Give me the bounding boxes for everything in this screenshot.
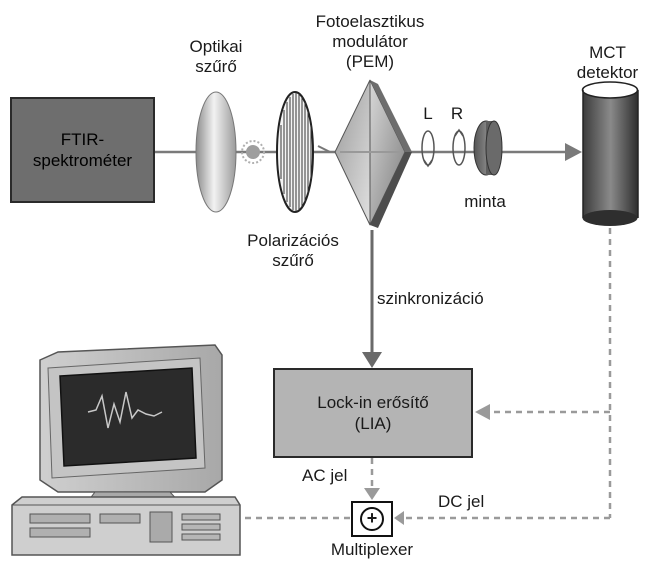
pem-label: Fotoelasztikus modulátor (PEM) [315, 12, 425, 71]
computer-icon [11, 344, 241, 556]
ftir-label-line2: spektrométer [32, 151, 133, 170]
scatter-burst-icon [241, 140, 265, 164]
pem-modulator-prism [334, 79, 412, 228]
left-circular-icon [421, 130, 435, 168]
ftir-spectrometer-box: FTIR- spektrométer [10, 97, 155, 203]
sync-arrow [362, 230, 382, 368]
ftir-label-line1: FTIR- [60, 130, 105, 149]
arrow-ac-down [364, 488, 380, 500]
dashed-signal-lines [240, 228, 612, 520]
multiplexer-label: Multiplexer [330, 540, 414, 559]
optical-filter-lens [195, 91, 237, 213]
mct-detector-cylinder [581, 81, 639, 226]
lia-label-line1: Lock-in erősítő [317, 393, 429, 412]
right-circular-label: R [450, 104, 464, 123]
mct-detector-label: MCT detektor [576, 43, 639, 82]
polarizer-label: Polarizációs szűrő [247, 231, 339, 270]
optical-filter-label: Optikai szűrő [189, 37, 243, 76]
ac-signal-label: AC jel [302, 466, 348, 485]
multiplexer-symbol [351, 501, 393, 537]
lock-in-amplifier-box: Lock-in erősítő (LIA) [273, 368, 473, 458]
left-circular-label: L [423, 104, 433, 123]
arrow-dc-left [394, 511, 404, 525]
lia-label-line2: (LIA) [354, 414, 392, 433]
dc-signal-label: DC jel [438, 492, 485, 511]
sample-disk [473, 120, 503, 176]
arrow-to-lia [475, 404, 490, 420]
waveform [87, 391, 163, 429]
sample-label: minta [464, 192, 506, 211]
polarizer-filter [276, 91, 314, 213]
sync-label: szinkronizáció [377, 289, 484, 308]
right-circular-icon [452, 128, 466, 166]
multiplexer-plus: + [366, 508, 378, 528]
polarization-vector [317, 145, 331, 153]
